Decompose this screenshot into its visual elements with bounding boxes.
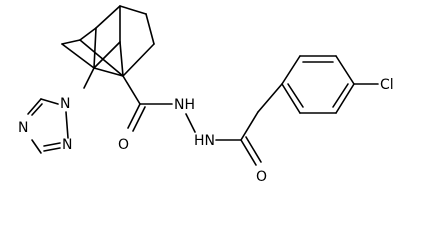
bond bbox=[119, 5, 147, 15]
bond bbox=[79, 27, 97, 41]
bond bbox=[93, 27, 97, 69]
bond bbox=[122, 75, 141, 105]
adamantane-cage bbox=[61, 5, 155, 89]
bond bbox=[281, 55, 301, 85]
atom-label-cl: Cl bbox=[380, 77, 394, 93]
bond bbox=[240, 139, 257, 166]
bond bbox=[287, 83, 304, 108]
bond bbox=[40, 98, 59, 105]
bond bbox=[31, 103, 43, 116]
bond bbox=[93, 67, 124, 77]
molecule-diagram: N N N O NH HN O Cl bbox=[18, 5, 394, 185]
triazole-ring bbox=[27, 98, 69, 154]
bond bbox=[83, 67, 95, 89]
atom-label-o: O bbox=[118, 137, 129, 153]
bond bbox=[127, 103, 141, 129]
bond bbox=[245, 136, 262, 163]
bond bbox=[257, 83, 283, 113]
bond bbox=[132, 106, 146, 132]
bond bbox=[65, 111, 69, 139]
atom-label-n: N bbox=[62, 137, 72, 153]
hydrazide-linker bbox=[122, 75, 283, 166]
bond bbox=[240, 111, 259, 141]
bond bbox=[119, 41, 124, 77]
bond bbox=[31, 139, 42, 154]
atom-label-n: N bbox=[60, 96, 70, 112]
bond bbox=[122, 43, 155, 77]
chlorophenyl-ring bbox=[281, 55, 379, 114]
bond bbox=[61, 43, 95, 69]
bond bbox=[61, 39, 81, 45]
atom-labels: N N N O NH HN O Cl bbox=[18, 77, 394, 185]
bond bbox=[27, 98, 42, 115]
atom-label-hn: HN bbox=[194, 133, 215, 149]
structure-svg: N N N O NH HN O Cl bbox=[18, 5, 394, 185]
bond bbox=[43, 147, 61, 152]
bond bbox=[145, 13, 155, 45]
bond bbox=[335, 83, 355, 114]
bond bbox=[43, 142, 61, 147]
atom-label-o: O bbox=[256, 169, 267, 185]
atom-label-n: N bbox=[18, 120, 28, 136]
bond bbox=[95, 5, 121, 29]
bond bbox=[281, 83, 301, 114]
bond bbox=[332, 83, 349, 108]
bond bbox=[335, 55, 355, 85]
bond bbox=[79, 39, 124, 77]
bond bbox=[93, 41, 121, 69]
bond bbox=[185, 113, 196, 133]
atom-label-nh: NH bbox=[174, 97, 195, 113]
